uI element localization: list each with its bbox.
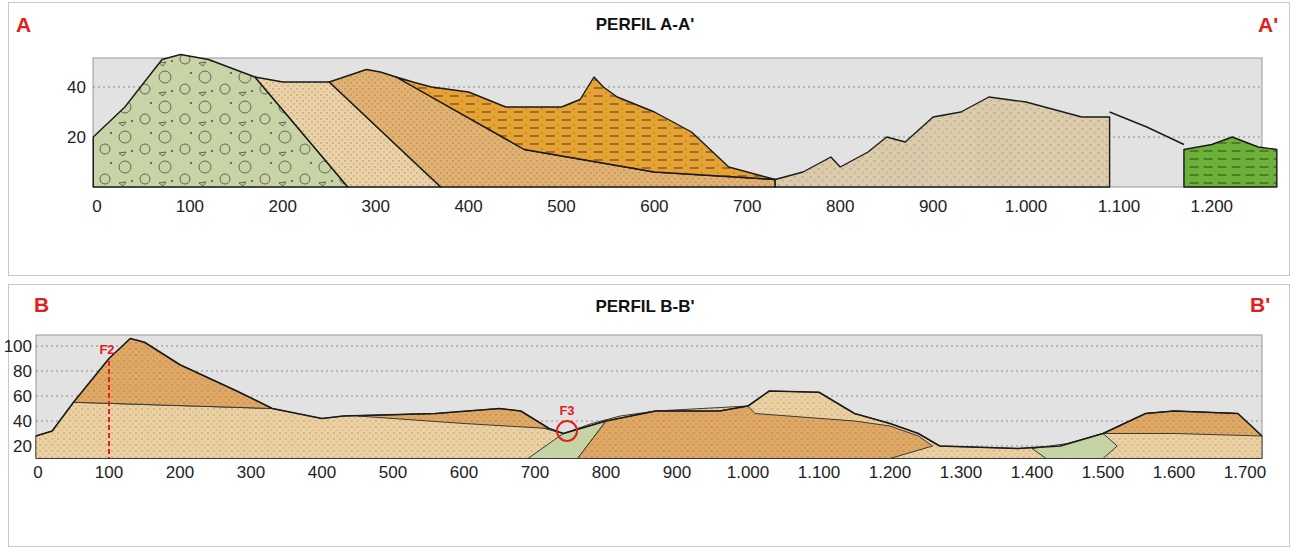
axis-tick: 1.500 xyxy=(1082,464,1125,481)
axis-tick: 900 xyxy=(663,464,691,481)
axis-tick: 400 xyxy=(454,198,482,215)
axis-tick: 1.100 xyxy=(1098,198,1141,215)
axis-tick: 1.000 xyxy=(1005,198,1048,215)
axis-tick: 100 xyxy=(176,198,204,215)
axis-tick: 300 xyxy=(237,464,265,481)
panel-frame xyxy=(9,285,1290,547)
section-end: A xyxy=(16,14,31,35)
axis-tick: 100 xyxy=(4,338,32,355)
section-end: B xyxy=(34,294,49,315)
axis-tick: 40 xyxy=(13,413,32,430)
profile-a-geology xyxy=(93,55,1277,188)
profile-b-geology xyxy=(36,339,1262,459)
axis-tick: 600 xyxy=(640,198,668,215)
fault-line xyxy=(108,361,110,458)
section-end: A' xyxy=(1258,14,1278,35)
section-end: B' xyxy=(1250,294,1270,315)
axis-tick: 1.600 xyxy=(1153,464,1196,481)
axis-tick: 0 xyxy=(33,464,42,481)
axis-tick: 100 xyxy=(95,464,123,481)
axis-tick: 800 xyxy=(592,464,620,481)
axis-tick: 900 xyxy=(919,198,947,215)
axis-tick: 20 xyxy=(67,129,86,146)
axis-tick: 800 xyxy=(826,198,854,215)
axis-tick: 1.300 xyxy=(940,464,983,481)
plot-area xyxy=(36,335,1262,458)
profile-title: PERFIL B-B' xyxy=(595,298,694,315)
axis-tick: 200 xyxy=(269,198,297,215)
fault-label: F3 xyxy=(559,404,574,417)
axis-tick: 500 xyxy=(547,198,575,215)
fault-circle xyxy=(557,421,577,441)
axis-tick: 700 xyxy=(521,464,549,481)
axis-tick: 1.200 xyxy=(1191,198,1234,215)
axis-tick: 400 xyxy=(308,464,336,481)
axis-tick: 500 xyxy=(379,464,407,481)
profile-title: PERFIL A-A' xyxy=(596,16,695,33)
axis-tick: 0 xyxy=(92,198,101,215)
axis-tick: 1.000 xyxy=(727,464,770,481)
panel-frame xyxy=(9,3,1290,276)
axis-tick: 60 xyxy=(13,388,32,405)
axis-tick: 1.700 xyxy=(1224,464,1267,481)
axis-tick: 1.200 xyxy=(869,464,912,481)
axis-tick: 20 xyxy=(13,438,32,455)
fault-label: F2 xyxy=(99,343,114,356)
axis-tick: 40 xyxy=(67,79,86,96)
axis-tick: 700 xyxy=(733,198,761,215)
axis-tick: 300 xyxy=(362,198,390,215)
axis-tick: 600 xyxy=(450,464,478,481)
axis-tick: 1.100 xyxy=(798,464,841,481)
axis-tick: 80 xyxy=(13,363,32,380)
axis-tick: 1.400 xyxy=(1011,464,1054,481)
axis-tick: 200 xyxy=(166,464,194,481)
